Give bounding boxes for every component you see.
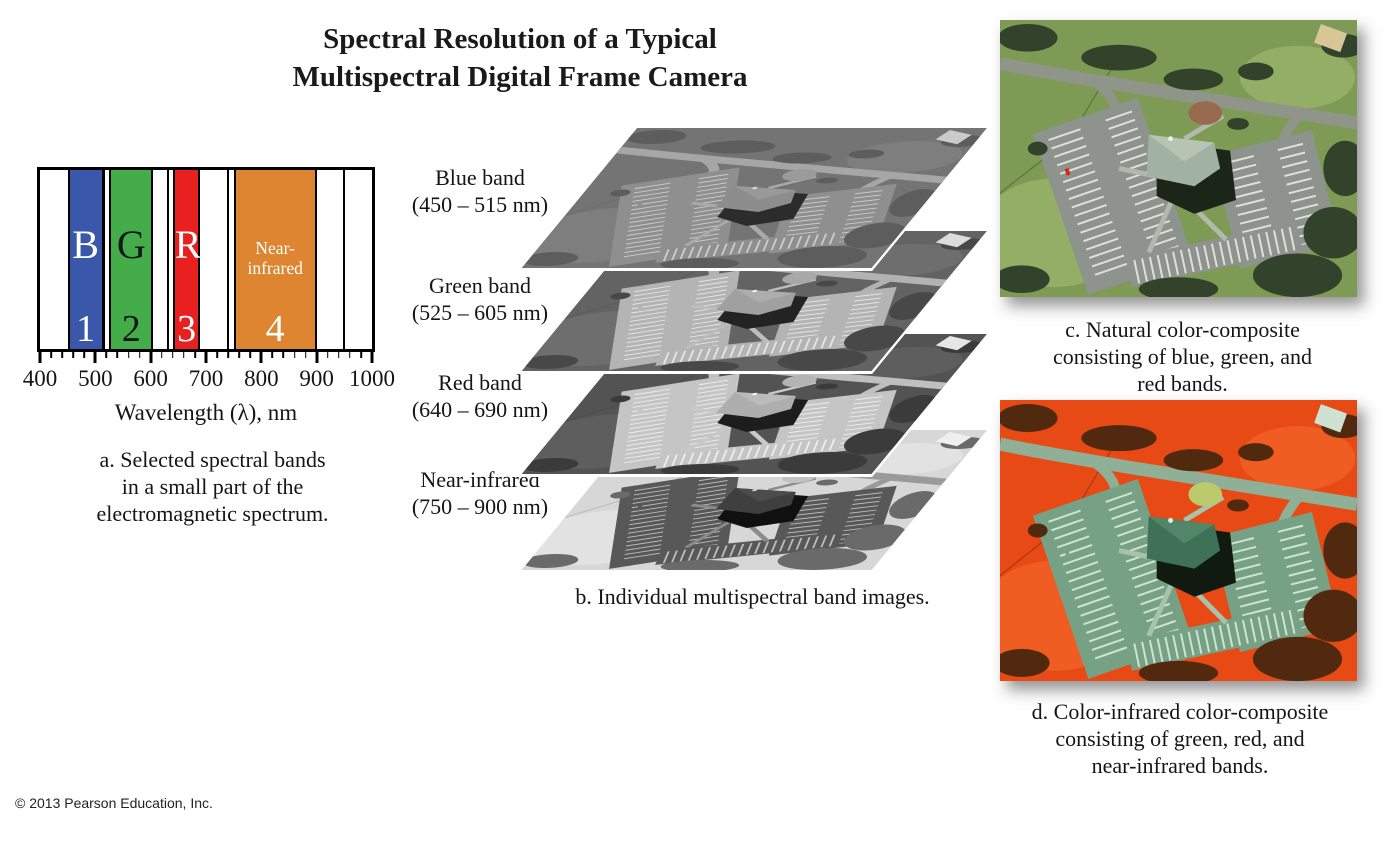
axis-tick — [304, 352, 307, 358]
axis-tick — [315, 352, 319, 363]
axis-tick-label: 1000 — [349, 366, 395, 391]
axis-tick — [116, 352, 119, 358]
spectrum-divider-line — [102, 170, 105, 349]
axis-tick — [38, 352, 42, 363]
natural-color-image-canvas — [1000, 20, 1357, 297]
axis-tick — [293, 352, 296, 358]
natural-color-image — [1000, 20, 1357, 297]
axis-tick — [50, 352, 52, 358]
axis-tick-label: 400 — [22, 366, 58, 391]
axis-tick-label: 900 — [299, 366, 334, 391]
caption-a: a. Selected spectral bands in a small pa… — [96, 447, 329, 526]
axis-tick — [259, 352, 263, 363]
axis-tick — [238, 352, 240, 358]
band-label: R — [174, 222, 202, 268]
axis-tick — [282, 352, 285, 358]
axis-tick — [127, 352, 130, 358]
band-image-name: Red band — [438, 370, 522, 395]
band-image-label: Red band(640 – 690 nm) — [370, 369, 590, 423]
axis-ticks — [37, 352, 375, 365]
axis-tick — [249, 352, 252, 358]
band-image-label: Near-infrared(750 – 900 nm) — [370, 466, 590, 520]
axis-tick — [83, 352, 86, 358]
band-image-range: (450 – 515 nm) — [411, 192, 549, 217]
axis-tick — [149, 352, 153, 363]
axis-tick — [183, 352, 185, 358]
band-image-label: Green band(525 – 605 nm) — [370, 272, 590, 326]
caption-d: d. Color-infrared color-composite consis… — [1031, 699, 1329, 778]
band-number: 3 — [177, 308, 197, 350]
axis-tick-label: 800 — [244, 366, 279, 391]
band-image-canvas — [521, 128, 987, 268]
band-image-range: (640 – 690 nm) — [411, 397, 549, 422]
axis-tick — [360, 352, 362, 358]
axis-tick — [326, 352, 329, 358]
figure-title: Spectral Resolution of a Typical Multisp… — [292, 23, 748, 93]
color-infrared-image-canvas — [1000, 400, 1357, 681]
axis-tick-label: 600 — [133, 366, 168, 391]
band-image-range: (750 – 900 nm) — [411, 494, 549, 519]
copyright-notice: © 2013 Pearson Education, Inc. — [15, 795, 213, 811]
band-number: 1 — [76, 308, 96, 350]
color-infrared-image — [1000, 400, 1357, 681]
band-image-range: (525 – 605 nm) — [411, 300, 549, 325]
band-label: Near- infrared — [247, 237, 303, 278]
axis-tick-labels: 400 500 600 700 800 900 1000 — [23, 366, 395, 394]
band-number: 2 — [121, 308, 141, 350]
axis-tick — [370, 352, 374, 363]
axis-tick — [138, 352, 141, 358]
axis-label: Wavelength (λ), nm — [114, 400, 298, 425]
axis-tick-label: 500 — [78, 366, 113, 391]
axis-tick — [271, 352, 274, 358]
axis-tick — [105, 352, 108, 358]
spectrum-band-4: Near- infrared 4 — [233, 170, 317, 350]
axis-tick — [61, 352, 63, 358]
band-image-name: Green band — [428, 273, 531, 298]
axis-tick — [204, 352, 208, 363]
band-number: 4 — [265, 308, 285, 350]
spectrum-divider-line — [227, 170, 230, 349]
axis-tick — [93, 352, 97, 363]
band-image-name: Blue band — [435, 165, 525, 190]
axis-tick — [216, 352, 218, 358]
axis-tick — [338, 352, 340, 358]
spectrum-divider-line — [167, 170, 170, 349]
axis-tick — [160, 352, 163, 358]
band-image-label: Blue band(450 – 515 nm) — [370, 164, 590, 218]
caption-c: c. Natural color-composite consisting of… — [1052, 317, 1313, 396]
axis-tick-label: 700 — [188, 366, 224, 391]
axis-tick — [172, 352, 174, 358]
band-image-layer-1 — [517, 125, 991, 271]
axis-tick — [349, 352, 351, 358]
spectrum-divider-line — [343, 170, 346, 349]
band-image-name: Near-infrared — [420, 467, 540, 492]
axis-tick — [194, 352, 196, 358]
caption-b: b. Individual multispectral band images. — [575, 584, 930, 609]
axis-tick — [227, 352, 229, 358]
band-label: G — [116, 222, 146, 268]
band-label: B — [72, 222, 99, 268]
axis-tick — [72, 352, 74, 358]
